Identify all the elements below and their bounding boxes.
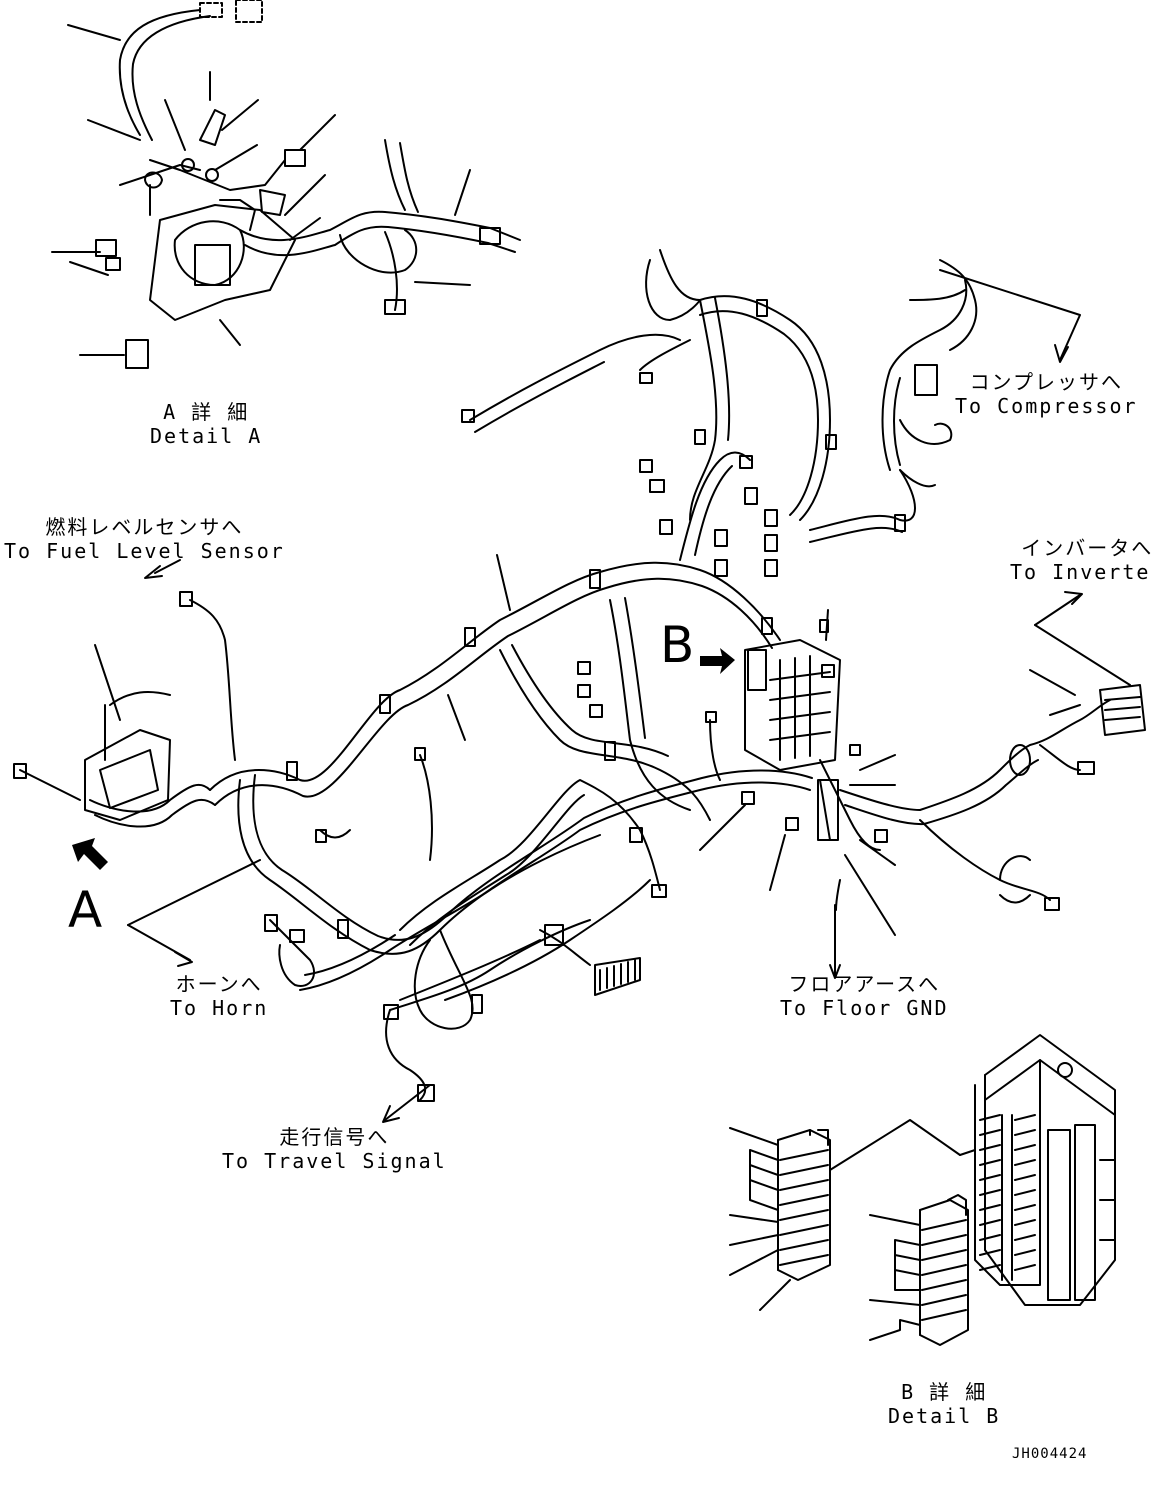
travel-en: To Travel Signal bbox=[222, 1149, 447, 1173]
floor-gnd-jp: フロアアースへ bbox=[788, 972, 941, 996]
floor-gnd-en: To Floor GND bbox=[780, 996, 949, 1020]
view-letter-a: A bbox=[68, 881, 103, 939]
detail-a-en: Detail A bbox=[150, 424, 263, 448]
view-arrow-a bbox=[72, 838, 108, 870]
inverter-label: インバータへ To Inverter bbox=[1010, 536, 1153, 584]
detail-b-label: B 詳 細 Detail B bbox=[888, 1380, 1000, 1428]
drawing-number: JH004424 bbox=[1012, 1446, 1088, 1462]
horn-label: ホーンへ To Horn bbox=[170, 972, 268, 1020]
view-arrow-b bbox=[700, 648, 735, 674]
inverter-en: To Inverter bbox=[1010, 560, 1153, 584]
detail-a-assembly bbox=[51, 0, 521, 369]
callout-lines bbox=[127, 269, 1131, 1171]
compressor-label: コンプレッサへ To Compressor bbox=[955, 370, 1138, 418]
horn-en: To Horn bbox=[170, 996, 269, 1020]
fuel-jp: 燃料レベルセンサへ bbox=[45, 515, 244, 539]
detail-b-en: Detail B bbox=[888, 1404, 1001, 1428]
fuel-en: To Fuel Level Sensor bbox=[4, 539, 285, 563]
travel-jp: 走行信号へ bbox=[279, 1125, 390, 1149]
compressor-jp: コンプレッサへ bbox=[969, 370, 1123, 394]
fuel-level-sensor-label: 燃料レベルセンサへ To Fuel Level Sensor bbox=[4, 515, 285, 563]
travel-signal-label: 走行信号へ To Travel Signal bbox=[222, 1125, 447, 1173]
detail-a-label: A 詳 細 Detail A bbox=[150, 400, 262, 448]
floor-gnd-label: フロアアースへ To Floor GND bbox=[780, 972, 949, 1020]
detail-b-connectors bbox=[729, 1034, 1116, 1346]
horn-jp: ホーンへ bbox=[175, 972, 263, 996]
inverter-jp: インバータへ bbox=[1021, 536, 1153, 560]
main-harness bbox=[13, 249, 1146, 1102]
block-pin-rows bbox=[979, 1114, 1036, 1281]
view-letter-b: B bbox=[660, 616, 695, 674]
detail-a-jp: A 詳 細 bbox=[163, 400, 250, 424]
detail-b-jp: B 詳 細 bbox=[901, 1380, 988, 1404]
compressor-en: To Compressor bbox=[955, 394, 1138, 418]
